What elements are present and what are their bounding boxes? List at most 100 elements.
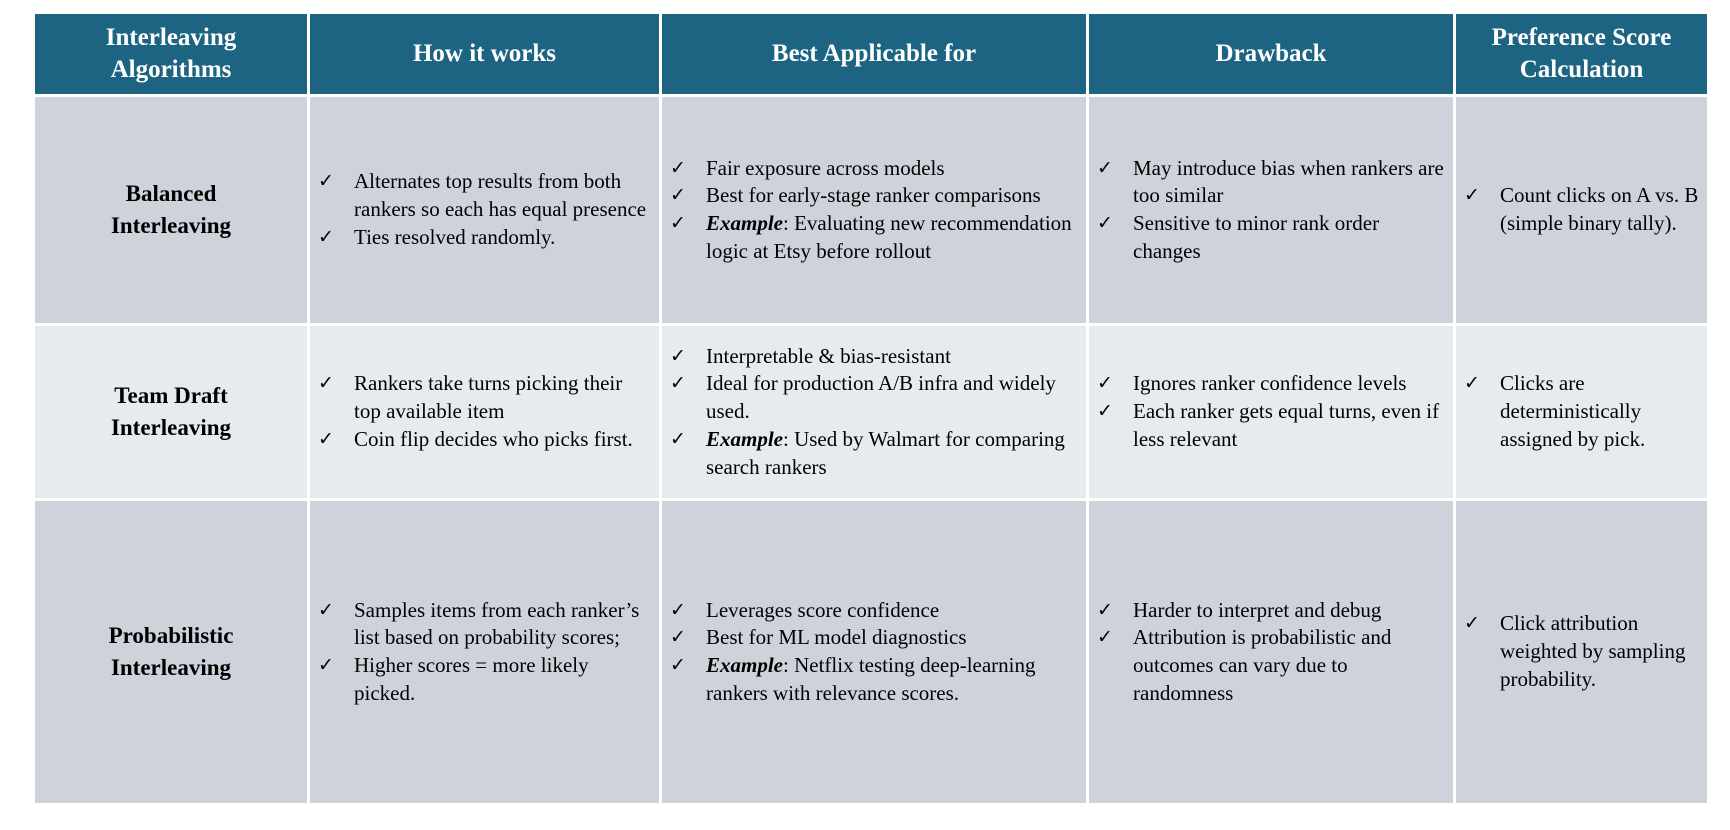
preference-score-calculation-cell: ✓ Clicks are deterministically assigned b… [1456, 326, 1707, 498]
bullet-item: ✓Best for ML model diagnostics [670, 624, 1078, 652]
preference-score-calculation-cell: ✓ Click attribution weighted by sampling … [1456, 501, 1707, 803]
bullet-list: ✓ Alternates top results from both ranker… [310, 164, 659, 255]
checkmark-icon: ✓ [1097, 626, 1113, 649]
bullet-text: Ignores ranker confidence levels [1133, 371, 1407, 396]
preference-score-calculation-cell: ✓Count clicks on A vs. B (simple binary … [1456, 97, 1707, 323]
bullet-list: ✓Count clicks on A vs. B (simple binary … [1456, 178, 1707, 241]
header-cell-how-it-works: How it works [310, 14, 659, 94]
bullet-text: Clicks are deterministically assigned by… [1500, 371, 1646, 451]
bullet-item: ✓ Fair exposure across models [670, 155, 1078, 183]
bullet-text: Leverages score confidence [706, 597, 940, 622]
bullet-item: ✓ Interpretable & bias-resistant [670, 343, 1078, 371]
interleaving-comparison-table: Interleaving Algorithms How it works Bes… [35, 14, 1707, 803]
header-label: Drawback [1215, 40, 1327, 67]
bullet-item: ✓Count clicks on A vs. B (simple binary … [1464, 182, 1699, 237]
how-it-works-cell: ✓ Rankers take turns picking their top av… [310, 326, 659, 498]
bullet-text: Interpretable & bias-resistant [706, 343, 951, 368]
checkmark-icon: ✓ [318, 170, 334, 193]
algorithm-name: Team Draft Interleaving [110, 382, 232, 440]
checkmark-icon: ✓ [1097, 598, 1113, 621]
drawback-cell: ✓ Ignores ranker confidence levels ✓ Each r… [1089, 326, 1453, 498]
bullet-text: Coin flip decides who picks first. [354, 426, 633, 451]
bullet-list: ✓ Clicks are deterministically assigned b… [1456, 366, 1707, 457]
header-label: Best Applicable for [771, 40, 977, 67]
bullet-item: ✓ Ignores ranker confidence levels [1097, 370, 1445, 398]
checkmark-icon: ✓ [1097, 372, 1113, 395]
bullet-item: ✓ Click attribution weighted by sampling … [1464, 610, 1699, 693]
bullet-list: ✓ Rankers take turns picking their top av… [310, 366, 659, 457]
bullet-text: Samples items from each ranker’s list ba… [354, 597, 640, 650]
how-it-works-cell: ✓ Samples items from each ranker’s list b… [310, 501, 659, 803]
bullet-item: ✓ Best for early-stage ranker comparisons [670, 182, 1078, 210]
bullet-item: ✓ Clicks are deterministically assigned b… [1464, 370, 1699, 453]
checkmark-icon: ✓ [318, 654, 334, 676]
algorithm-name-cell: Balanced Interleaving [35, 97, 307, 323]
bullet-item: ✓ May introduce bias when rankers are too… [1097, 155, 1445, 210]
checkmark-icon: ✓ [670, 184, 686, 207]
bullet-item: ✓ Example: Evaluating new recommendation … [670, 210, 1078, 265]
algorithm-name-cell: Probabilistic Interleaving [35, 501, 307, 803]
bullet-list: ✓ Interpretable & bias-resistant ✓ Ideal fo… [662, 339, 1086, 486]
bullet-text: Ideal for production A/B infra and widel… [706, 371, 1056, 424]
bullet-list: ✓ Ignores ranker confidence levels ✓ Each r… [1089, 366, 1453, 457]
checkmark-icon: ✓ [1464, 184, 1480, 207]
checkmark-icon: ✓ [318, 427, 334, 450]
checkmark-icon: ✓ [1464, 612, 1480, 635]
drawback-cell: ✓ Harder to interpret and debug✓Attributi… [1089, 501, 1453, 803]
checkmark-icon: ✓ [670, 626, 686, 649]
bullet-item: ✓ Example: Netflix testing deep-learning … [670, 652, 1078, 707]
bullet-item: ✓Attribution is probabilistic and outcom… [1097, 624, 1445, 707]
header-label: Preference Score Calculation [1491, 24, 1672, 83]
bullet-item: ✓ Example: Used by Walmart for comparing … [670, 426, 1078, 481]
how-it-works-cell: ✓ Alternates top results from both ranker… [310, 97, 659, 323]
bullet-text: Best for early-stage ranker comparisons [706, 183, 1041, 208]
checkmark-icon: ✓ [670, 212, 686, 234]
checkmark-icon: ✓ [670, 598, 686, 621]
bullet-item: ✓ Samples items from each ranker’s list b… [318, 597, 651, 652]
best-applicable-for-cell: ✓ Interpretable & bias-resistant ✓ Ideal fo… [662, 326, 1086, 498]
algorithm-name-cell: Team Draft Interleaving [35, 326, 307, 498]
checkmark-icon: ✓ [1097, 400, 1113, 423]
header-cell-best-applicable-for: Best Applicable for [662, 14, 1086, 94]
bullet-list: ✓ Leverages score confidence✓Best for ML … [662, 593, 1086, 712]
bullet-item: ✓ Each ranker gets equal turns, even if l… [1097, 398, 1445, 453]
header-label: How it works [412, 40, 557, 67]
checkmark-icon: ✓ [670, 344, 686, 367]
drawback-cell: ✓ May introduce bias when rankers are too… [1089, 97, 1453, 323]
bullet-item: ✓ Harder to interpret and debug [1097, 597, 1445, 625]
bullet-item: ✓ Leverages score confidence [670, 597, 1078, 625]
bullet-item: ✓ Alternates top results from both ranker… [318, 168, 651, 223]
bullet-text: Harder to interpret and debug [1133, 597, 1382, 622]
bullet-text: Alternates top results from both rankers… [354, 169, 647, 222]
checkmark-icon: ✓ [670, 654, 686, 676]
bullet-text: Sensitive to minor rank order changes [1133, 211, 1380, 263]
bullet-text: Higher scores = more likely picked. [354, 653, 589, 705]
best-applicable-for-cell: ✓ Fair exposure across models ✓ Best for ea… [662, 97, 1086, 323]
algorithm-name: Balanced Interleaving [110, 180, 232, 238]
bullet-text: Example: Used by Walmart for comparing s… [706, 426, 1065, 479]
checkmark-icon: ✓ [670, 372, 686, 395]
bullet-item: ✓Ties resolved randomly. [318, 224, 651, 252]
checkmark-icon: ✓ [1464, 372, 1480, 395]
bullet-list: ✓ May introduce bias when rankers are too… [1089, 151, 1453, 270]
bullet-text: Fair exposure across models [706, 155, 945, 180]
checkmark-icon: ✓ [1097, 156, 1113, 179]
bullet-text: Example: Evaluating new recommendation l… [706, 211, 1072, 263]
checkmark-icon: ✓ [670, 156, 686, 179]
bullet-item: ✓Rankers take turns picking their top av… [318, 370, 651, 425]
bullet-text: Click attribution weighted by sampling p… [1500, 611, 1686, 691]
checkmark-icon: ✓ [1097, 212, 1113, 234]
checkmark-icon: ✓ [670, 427, 686, 450]
example-label: Example [706, 426, 783, 451]
bullet-text: Example: Netflix testing deep-learning r… [706, 653, 1036, 705]
bullet-text: Each ranker gets equal turns, even if le… [1133, 399, 1440, 451]
example-label: Example [706, 211, 783, 235]
bullet-list: ✓ Harder to interpret and debug✓Attributi… [1089, 593, 1453, 712]
checkmark-icon: ✓ [318, 598, 334, 621]
bullet-text: May introduce bias when rankers are too … [1133, 155, 1444, 208]
bullet-list: ✓ Samples items from each ranker’s list b… [310, 593, 659, 712]
bullet-item: ✓ Sensitive to minor rank order changes [1097, 210, 1445, 265]
bullet-text: Rankers take turns picking their top ava… [354, 371, 623, 424]
bullet-list: ✓ Click attribution weighted by sampling … [1456, 606, 1707, 697]
